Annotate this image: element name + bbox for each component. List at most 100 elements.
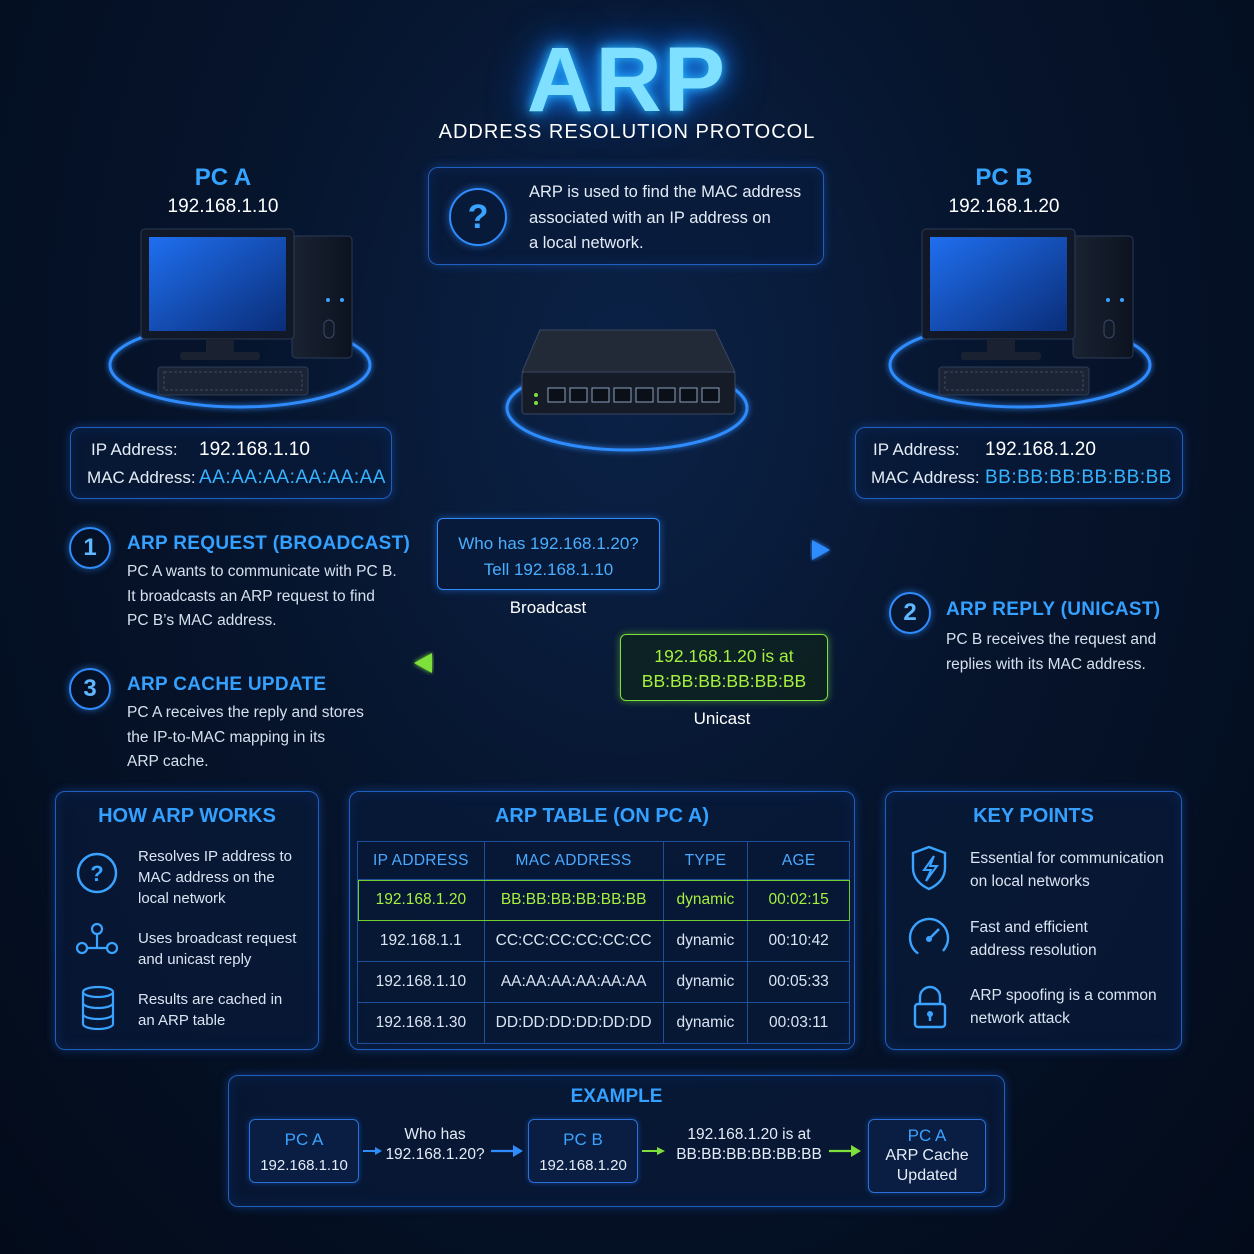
- how-arp-works-title: HOW ARP WORKS: [98, 805, 276, 827]
- feature-line: Results are cached in: [138, 991, 283, 1008]
- step-1-title: ARP REQUEST (BROADCAST): [127, 533, 411, 554]
- table-cell: dynamic: [662, 1002, 749, 1044]
- feature-line: on local networks: [970, 873, 1090, 890]
- arp-table-panel: ARP TABLE (ON PC A) IP ADDRESS MAC ADDRE…: [349, 791, 855, 1050]
- network-diagram: [108, 228, 1152, 520]
- feature-line: and unicast reply: [138, 951, 252, 968]
- feature-line: network attack: [970, 1010, 1070, 1027]
- step-text-line: PC A wants to communicate with PC B.: [127, 563, 397, 580]
- table-cell: CC:CC:CC:CC:CC:CC: [483, 920, 664, 962]
- how-item-2-text: Uses broadcast request and unicast reply: [138, 928, 296, 970]
- table-cell: 192.168.1.20: [357, 879, 485, 921]
- table-row: 192.168.1.20 BB:BB:BB:BB:BB:BB dynamic 0…: [357, 879, 850, 921]
- broadcast-caption: Broadcast: [509, 598, 587, 617]
- feature-line: ARP spoofing is a common: [970, 987, 1157, 1004]
- table-cell: 00:03:11: [747, 1002, 850, 1044]
- step-2-number: 2: [889, 592, 931, 634]
- mac-address-label: MAC Address:: [87, 468, 196, 487]
- table-cell: 192.168.1.30: [357, 1002, 485, 1044]
- how-arp-works-panel: HOW ARP WORKS ? Resolves IP address to M…: [55, 791, 319, 1050]
- example-pc-a-box: PC A 192.168.1.10: [249, 1119, 359, 1183]
- table-cell: 00:02:15: [747, 879, 850, 921]
- step-1-description: PC A wants to communicate with PC B. It …: [127, 560, 397, 634]
- table-cell: BB:BB:BB:BB:BB:BB: [483, 879, 664, 921]
- feature-line: Uses broadcast request: [138, 930, 297, 947]
- unicast-caption: Unicast: [693, 709, 751, 728]
- feature-line: MAC address on the: [138, 869, 275, 886]
- table-cell: AA:AA:AA:AA:AA:AA: [483, 961, 664, 1003]
- step-text-line: PC A receives the reply and stores: [127, 704, 364, 721]
- example-arrow-green-2: [829, 1145, 861, 1157]
- step-2-description: PC B receives the request and replies wi…: [946, 628, 1156, 677]
- table-header-row: IP ADDRESS MAC ADDRESS TYPE AGE: [357, 841, 850, 880]
- mac-address-value: AA:AA:AA:AA:AA:AA: [199, 467, 386, 488]
- ip-address-value: 192.168.1.10: [199, 439, 310, 460]
- question-icon: ?: [76, 852, 118, 894]
- example-title: EXAMPLE: [570, 1086, 663, 1107]
- example-box-name: PC A: [284, 1130, 324, 1149]
- example-pc-b-box: PC B 192.168.1.20: [528, 1119, 638, 1183]
- pc-b-address-panel: IP Address: 192.168.1.20 MAC Address: BB…: [855, 427, 1183, 499]
- how-item-3-text: Results are cached in an ARP table: [138, 989, 282, 1031]
- reply-line: 192.168.1.20 is at: [654, 646, 794, 666]
- pc-a-computer-icon: [108, 228, 372, 409]
- pc-b-ip: 192.168.1.20: [948, 196, 1060, 217]
- feature-line: Fast and efficient: [970, 919, 1088, 936]
- switch-icon: [505, 329, 749, 452]
- feature-line: local network: [138, 890, 226, 907]
- info-box: ? ARP is used to find the MAC address as…: [428, 167, 824, 265]
- key-item-1-text: Essential for communication on local net…: [970, 847, 1164, 893]
- arp-table: IP ADDRESS MAC ADDRESS TYPE AGE 192.168.…: [357, 841, 850, 1044]
- table-row: 192.168.1.10 AA:AA:AA:AA:AA:AA dynamic 0…: [357, 961, 850, 1003]
- table-cell: dynamic: [662, 961, 749, 1003]
- table-cell: 00:05:33: [747, 961, 850, 1003]
- request-line: Tell 192.168.1.10: [483, 560, 614, 579]
- ip-address-label: IP Address:: [873, 440, 960, 459]
- arp-table-title: ARP TABLE (ON PC A): [494, 805, 710, 827]
- table-cell: dynamic: [662, 879, 749, 921]
- example-box-sub: ARP Cache: [885, 1147, 969, 1164]
- page-subtitle: ADDRESS RESOLUTION PROTOCOL: [438, 121, 816, 143]
- broadcast-arrow: [400, 540, 830, 560]
- lock-icon: [913, 985, 947, 1029]
- example-reply-text: 192.168.1.20 is at BB:BB:BB:BB:BB:BB: [667, 1125, 831, 1165]
- ip-address-value: 192.168.1.20: [985, 439, 1096, 460]
- how-item-1-text: Resolves IP address to MAC address on th…: [138, 846, 292, 909]
- example-box-name: PC A: [907, 1126, 947, 1145]
- example-arrows: [363, 1145, 861, 1157]
- column-header: IP ADDRESS: [357, 841, 485, 880]
- example-pc-a-updated-box: PC A ARP Cache Updated: [868, 1119, 986, 1193]
- step-3-title: ARP CACHE UPDATE: [127, 674, 327, 695]
- pc-a-ip: 192.168.1.10: [167, 196, 279, 217]
- example-box-sub: 192.168.1.20: [539, 1157, 627, 1174]
- packet-arrows: [400, 540, 868, 673]
- table-cell: 192.168.1.10: [357, 961, 485, 1003]
- step-3-number: 3: [69, 668, 111, 710]
- example-box-sub: 192.168.1.10: [260, 1157, 348, 1174]
- pc-a-address-panel: IP Address: 192.168.1.10 MAC Address: AA…: [70, 427, 392, 499]
- feature-line: address resolution: [970, 942, 1097, 959]
- unicast-arrow: [414, 653, 868, 673]
- example-box-name: PC B: [563, 1130, 603, 1149]
- example-text-line: 192.168.1.20?: [385, 1146, 485, 1163]
- info-line: associated with an IP address on: [529, 208, 771, 227]
- network-nodes-icon: [75, 922, 119, 955]
- key-item-2-text: Fast and efficient address resolution: [970, 916, 1097, 962]
- example-box-sub: Updated: [896, 1167, 958, 1184]
- request-line: Who has 192.168.1.20?: [458, 534, 639, 553]
- feature-line: Resolves IP address to: [138, 848, 292, 865]
- feature-line: an ARP table: [138, 1012, 226, 1029]
- pc-b-computer-icon: [888, 228, 1152, 409]
- question-icon: ?: [449, 188, 507, 246]
- pc-a-name: PC A: [194, 164, 252, 191]
- mac-address-value: BB:BB:BB:BB:BB:BB: [985, 467, 1172, 488]
- database-icon: [81, 985, 115, 1031]
- step-text-line: the IP-to-MAC mapping in its: [127, 728, 326, 746]
- ip-address-label: IP Address:: [91, 440, 178, 459]
- shield-icon: [911, 845, 947, 891]
- key-points-panel: KEY POINTS Essential for communication o…: [885, 791, 1182, 1050]
- column-header: AGE: [747, 841, 850, 880]
- example-arrow-blue-1: [363, 1147, 382, 1155]
- step-text-line: It broadcasts an ARP request to find: [127, 587, 375, 605]
- step-2-title: ARP REPLY (UNICAST): [946, 599, 1161, 620]
